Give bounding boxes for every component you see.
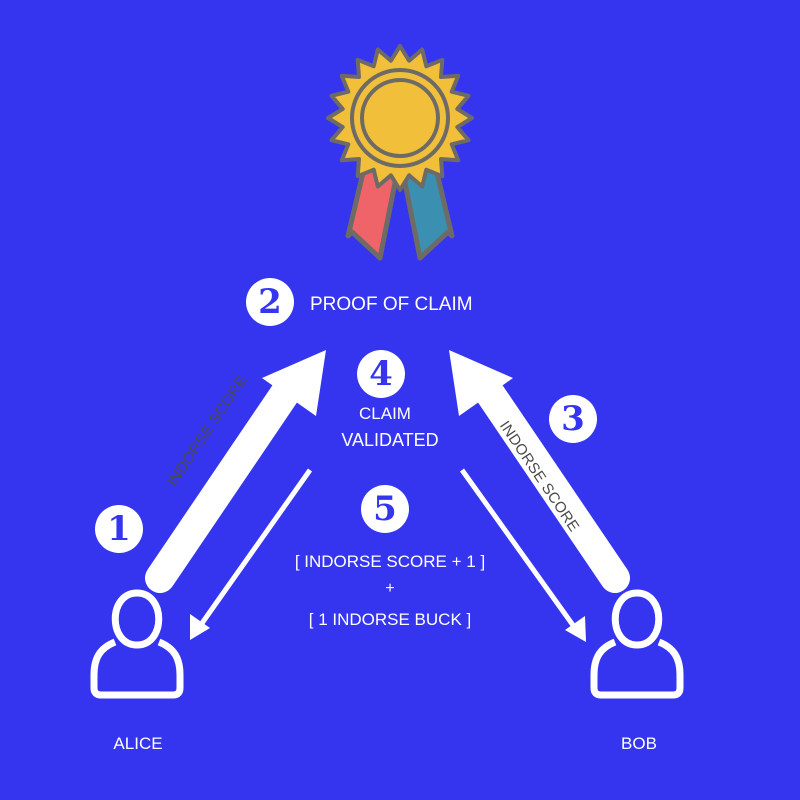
arrow-claim-to-alice	[190, 468, 313, 640]
reward-buck-line: [ 1 INDORSE BUCK ]	[308, 610, 472, 629]
step-1-number: 1	[95, 505, 143, 553]
reward-plus-sign: +	[385, 580, 395, 597]
step-3-number: 3	[549, 395, 597, 443]
award-ribbon-icon	[326, 44, 474, 261]
alice-user-icon	[90, 589, 184, 699]
alice-name: ALICE	[113, 734, 163, 753]
claim-validated-label-line1: CLAIM	[359, 404, 411, 423]
arrow-claim-to-bob	[459, 468, 586, 642]
badge-ring-inner	[360, 78, 440, 158]
bob-user-icon	[590, 589, 684, 699]
claim-validated-label-line2: VALIDATED	[341, 430, 439, 450]
arrow-bob-to-claim	[449, 350, 630, 593]
reward-score-line: [ INDORSE SCORE + 1 ]	[294, 552, 486, 571]
step-4-number: 4	[357, 350, 405, 398]
step-2-number: 2	[246, 278, 294, 326]
step-5-number: 5	[361, 485, 409, 533]
proof-of-claim-label: PROOF OF CLAIM	[310, 294, 473, 315]
bob-name: BOB	[621, 734, 657, 753]
arrow-alice-to-claim	[145, 350, 326, 593]
